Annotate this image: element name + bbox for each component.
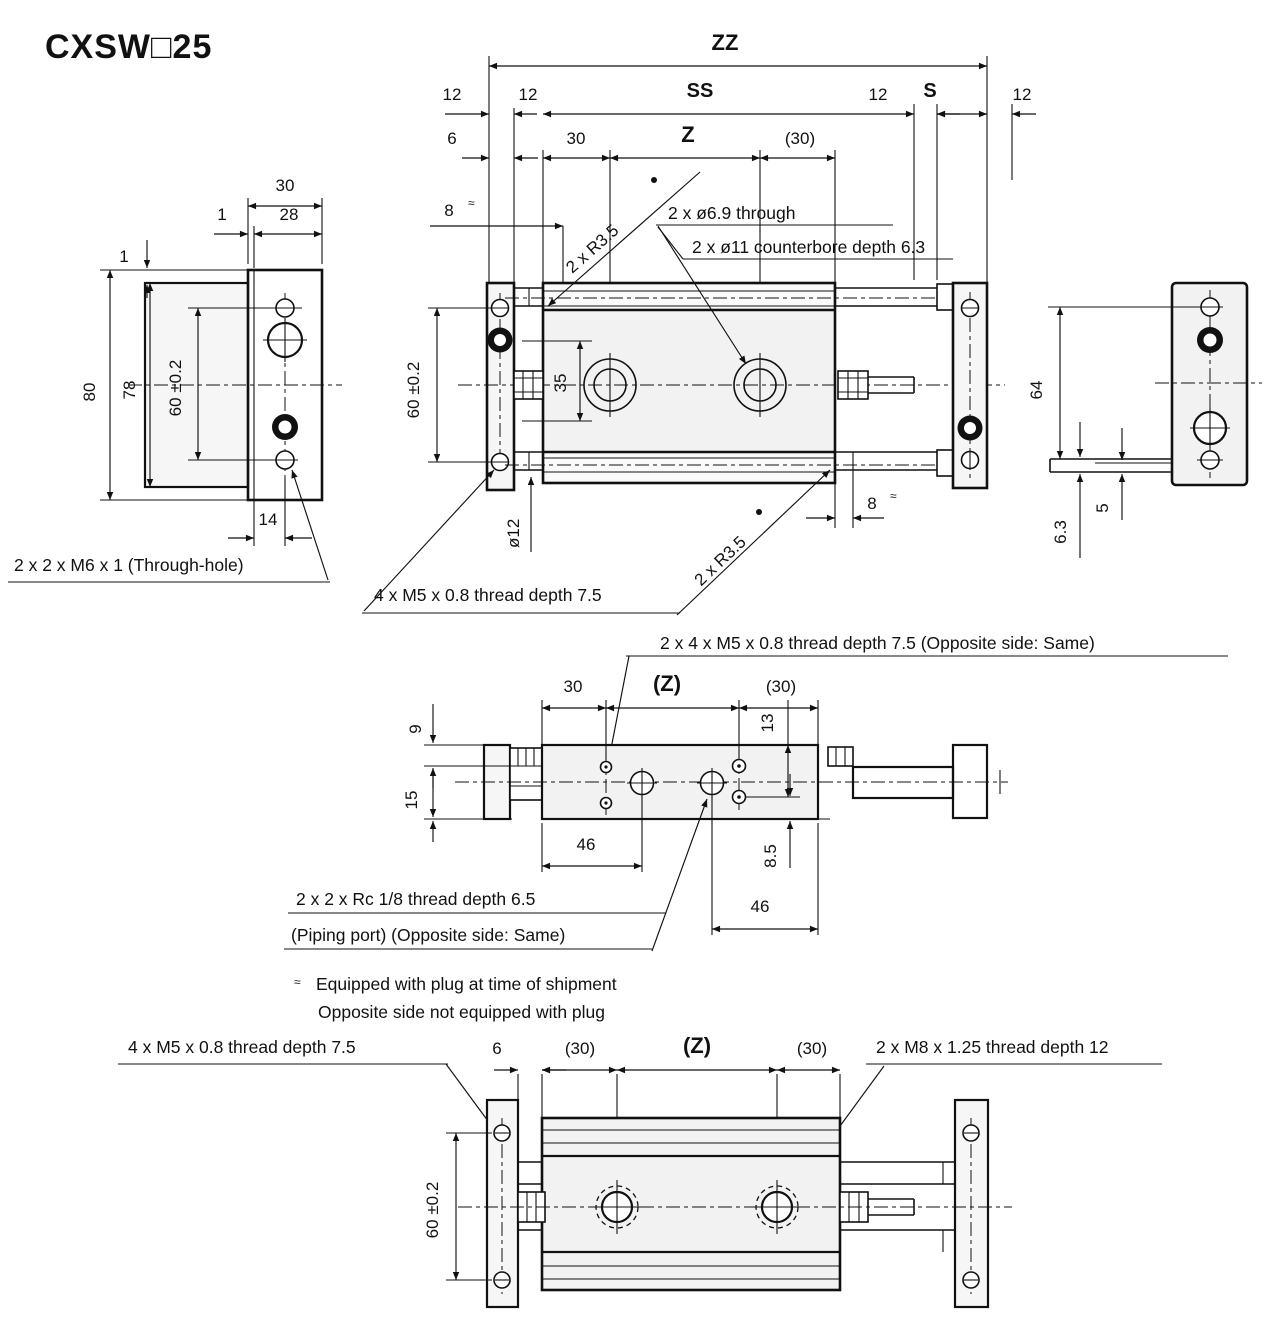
- dim-12-c: 12: [869, 85, 888, 104]
- dim-46-right: 46: [751, 897, 770, 916]
- top-view-holes: [599, 752, 747, 815]
- dim-bot-zp: (Z): [683, 1033, 711, 1058]
- left-side-view: 30 1 28 1 80 78 60 ±0.2 14 2 x 2 x M6 x …: [8, 176, 342, 583]
- dim-85: 8.5: [761, 844, 780, 868]
- right-side-view: 64 6.3 5: [1027, 281, 1262, 558]
- dim-15: 15: [402, 791, 421, 810]
- dim-left-1h: 1: [217, 205, 226, 224]
- dim-left-1v: 1: [119, 247, 128, 266]
- label-cbore: 2 x ø11 counterbore depth 6.3: [692, 237, 925, 257]
- top-view-dims: 30 (Z) (30) 9 15 13 46: [402, 671, 830, 935]
- front-view: ZZ 12 12 SS 12 S 12 6 30 Z (30): [362, 30, 1036, 616]
- note-mark-bottom: ≈: [890, 489, 897, 503]
- dim-mid-zp: (Z): [653, 671, 681, 696]
- dim-bot-6: 6: [492, 1039, 501, 1058]
- left-view-holes: [263, 298, 307, 470]
- label-m5-bottom: 4 x M5 x 0.8 thread depth 7.5: [128, 1037, 356, 1057]
- dim-78: 78: [120, 381, 139, 400]
- label-rc: 2 x 2 x Rc 1/8 thread depth 6.5: [296, 889, 535, 909]
- label-m5-front: 4 x M5 x 0.8 thread depth 7.5: [374, 585, 602, 605]
- label-piping: (Piping port) (Opposite side: Same): [291, 925, 565, 945]
- note-line2: Opposite side not equipped with plug: [318, 1002, 605, 1022]
- dim-60-front: 60 ±0.2: [404, 362, 423, 419]
- front-dim-row3: 6 30 Z (30): [447, 122, 835, 162]
- dim-8-bottom: 8: [867, 494, 876, 513]
- dim-bot-30p-r: (30): [797, 1039, 827, 1058]
- dim-14: 14: [259, 510, 278, 529]
- dim-46-left: 46: [577, 835, 596, 854]
- dim-60-bottom: 60 ±0.2: [423, 1182, 442, 1239]
- dim-63: 6.3: [1051, 520, 1070, 544]
- dim-left-28: 28: [280, 205, 299, 224]
- dim-zz: ZZ: [712, 30, 739, 55]
- dim-64: 64: [1027, 381, 1046, 400]
- top-view-left-block: [509, 747, 543, 801]
- bottom-body: [540, 1116, 842, 1292]
- front-bolt-hole-right: [733, 353, 787, 417]
- dim-dia12: ø12: [504, 519, 523, 548]
- dim-8-top: 8: [444, 201, 453, 220]
- dim-mid-30p: (30): [766, 677, 796, 696]
- front-hex-nut-right: [837, 370, 869, 400]
- label-r35-bottom: 2 x R3.5: [691, 532, 750, 589]
- dim-12-d: 12: [1013, 85, 1032, 104]
- front-hex-nut-left: [513, 370, 544, 400]
- right-view-holes: [1190, 297, 1230, 470]
- note-line1: Equipped with plug at time of shipment: [316, 974, 617, 994]
- dim-9: 9: [406, 724, 425, 733]
- dim-35: 35: [551, 374, 570, 393]
- front-piston-rod: [868, 376, 915, 394]
- front-left-flange: [485, 281, 516, 492]
- dim-80: 80: [80, 383, 99, 402]
- dim-left-30: 30: [276, 176, 295, 195]
- dim-5: 5: [1093, 503, 1112, 512]
- label-dia69: 2 x ø6.9 through: [668, 203, 795, 223]
- note-mark-top: ≈: [468, 196, 475, 210]
- front-rod-right: [835, 283, 954, 477]
- front-right-flange: [951, 281, 989, 490]
- top-view: 2 x 4 x M5 x 0.8 thread depth 7.5 (Oppos…: [284, 633, 1228, 952]
- dim-bot-30p-l: (30): [565, 1039, 595, 1058]
- front-extension-lines: [488, 56, 1013, 356]
- dim-z: Z: [681, 122, 694, 147]
- label-m5-24: 2 x 4 x M5 x 0.8 thread depth 7.5 (Oppos…: [660, 633, 1095, 653]
- dim-s: S: [923, 80, 936, 102]
- dim-30p: (30): [785, 129, 815, 148]
- right-view-plate-bar: [1049, 458, 1172, 473]
- front-dim-row2: 12 12 SS 12 S 12: [443, 80, 1036, 118]
- bottom-view: 4 x M5 x 0.8 thread depth 7.5 2 x M8 x 1…: [118, 1033, 1162, 1309]
- front-rod-left: [514, 287, 543, 471]
- label-m8: 2 x M8 x 1.25 thread depth 12: [876, 1037, 1109, 1057]
- dim-30: 30: [567, 129, 586, 148]
- front-bolt-hole-left: [583, 353, 637, 417]
- dim-6: 6: [447, 129, 456, 148]
- dim-12-a: 12: [443, 85, 462, 104]
- bottom-dim-row: 6 (30) (Z) (30): [492, 1033, 841, 1188]
- note-symbol: ≈: [294, 975, 301, 989]
- front-body: [458, 281, 1005, 485]
- drawing-title: CXSW□25: [45, 28, 212, 66]
- dim-13: 13: [758, 714, 777, 733]
- dim-12-b: 12: [519, 85, 538, 104]
- dim-mid-30: 30: [564, 677, 583, 696]
- label-m6: 2 x 2 x M6 x 1 (Through-hole): [14, 555, 244, 575]
- shipment-notes: ≈ Equipped with plug at time of shipment…: [294, 974, 617, 1022]
- dim-60-left: 60 ±0.2: [166, 360, 185, 417]
- dim-ss: SS: [687, 80, 714, 102]
